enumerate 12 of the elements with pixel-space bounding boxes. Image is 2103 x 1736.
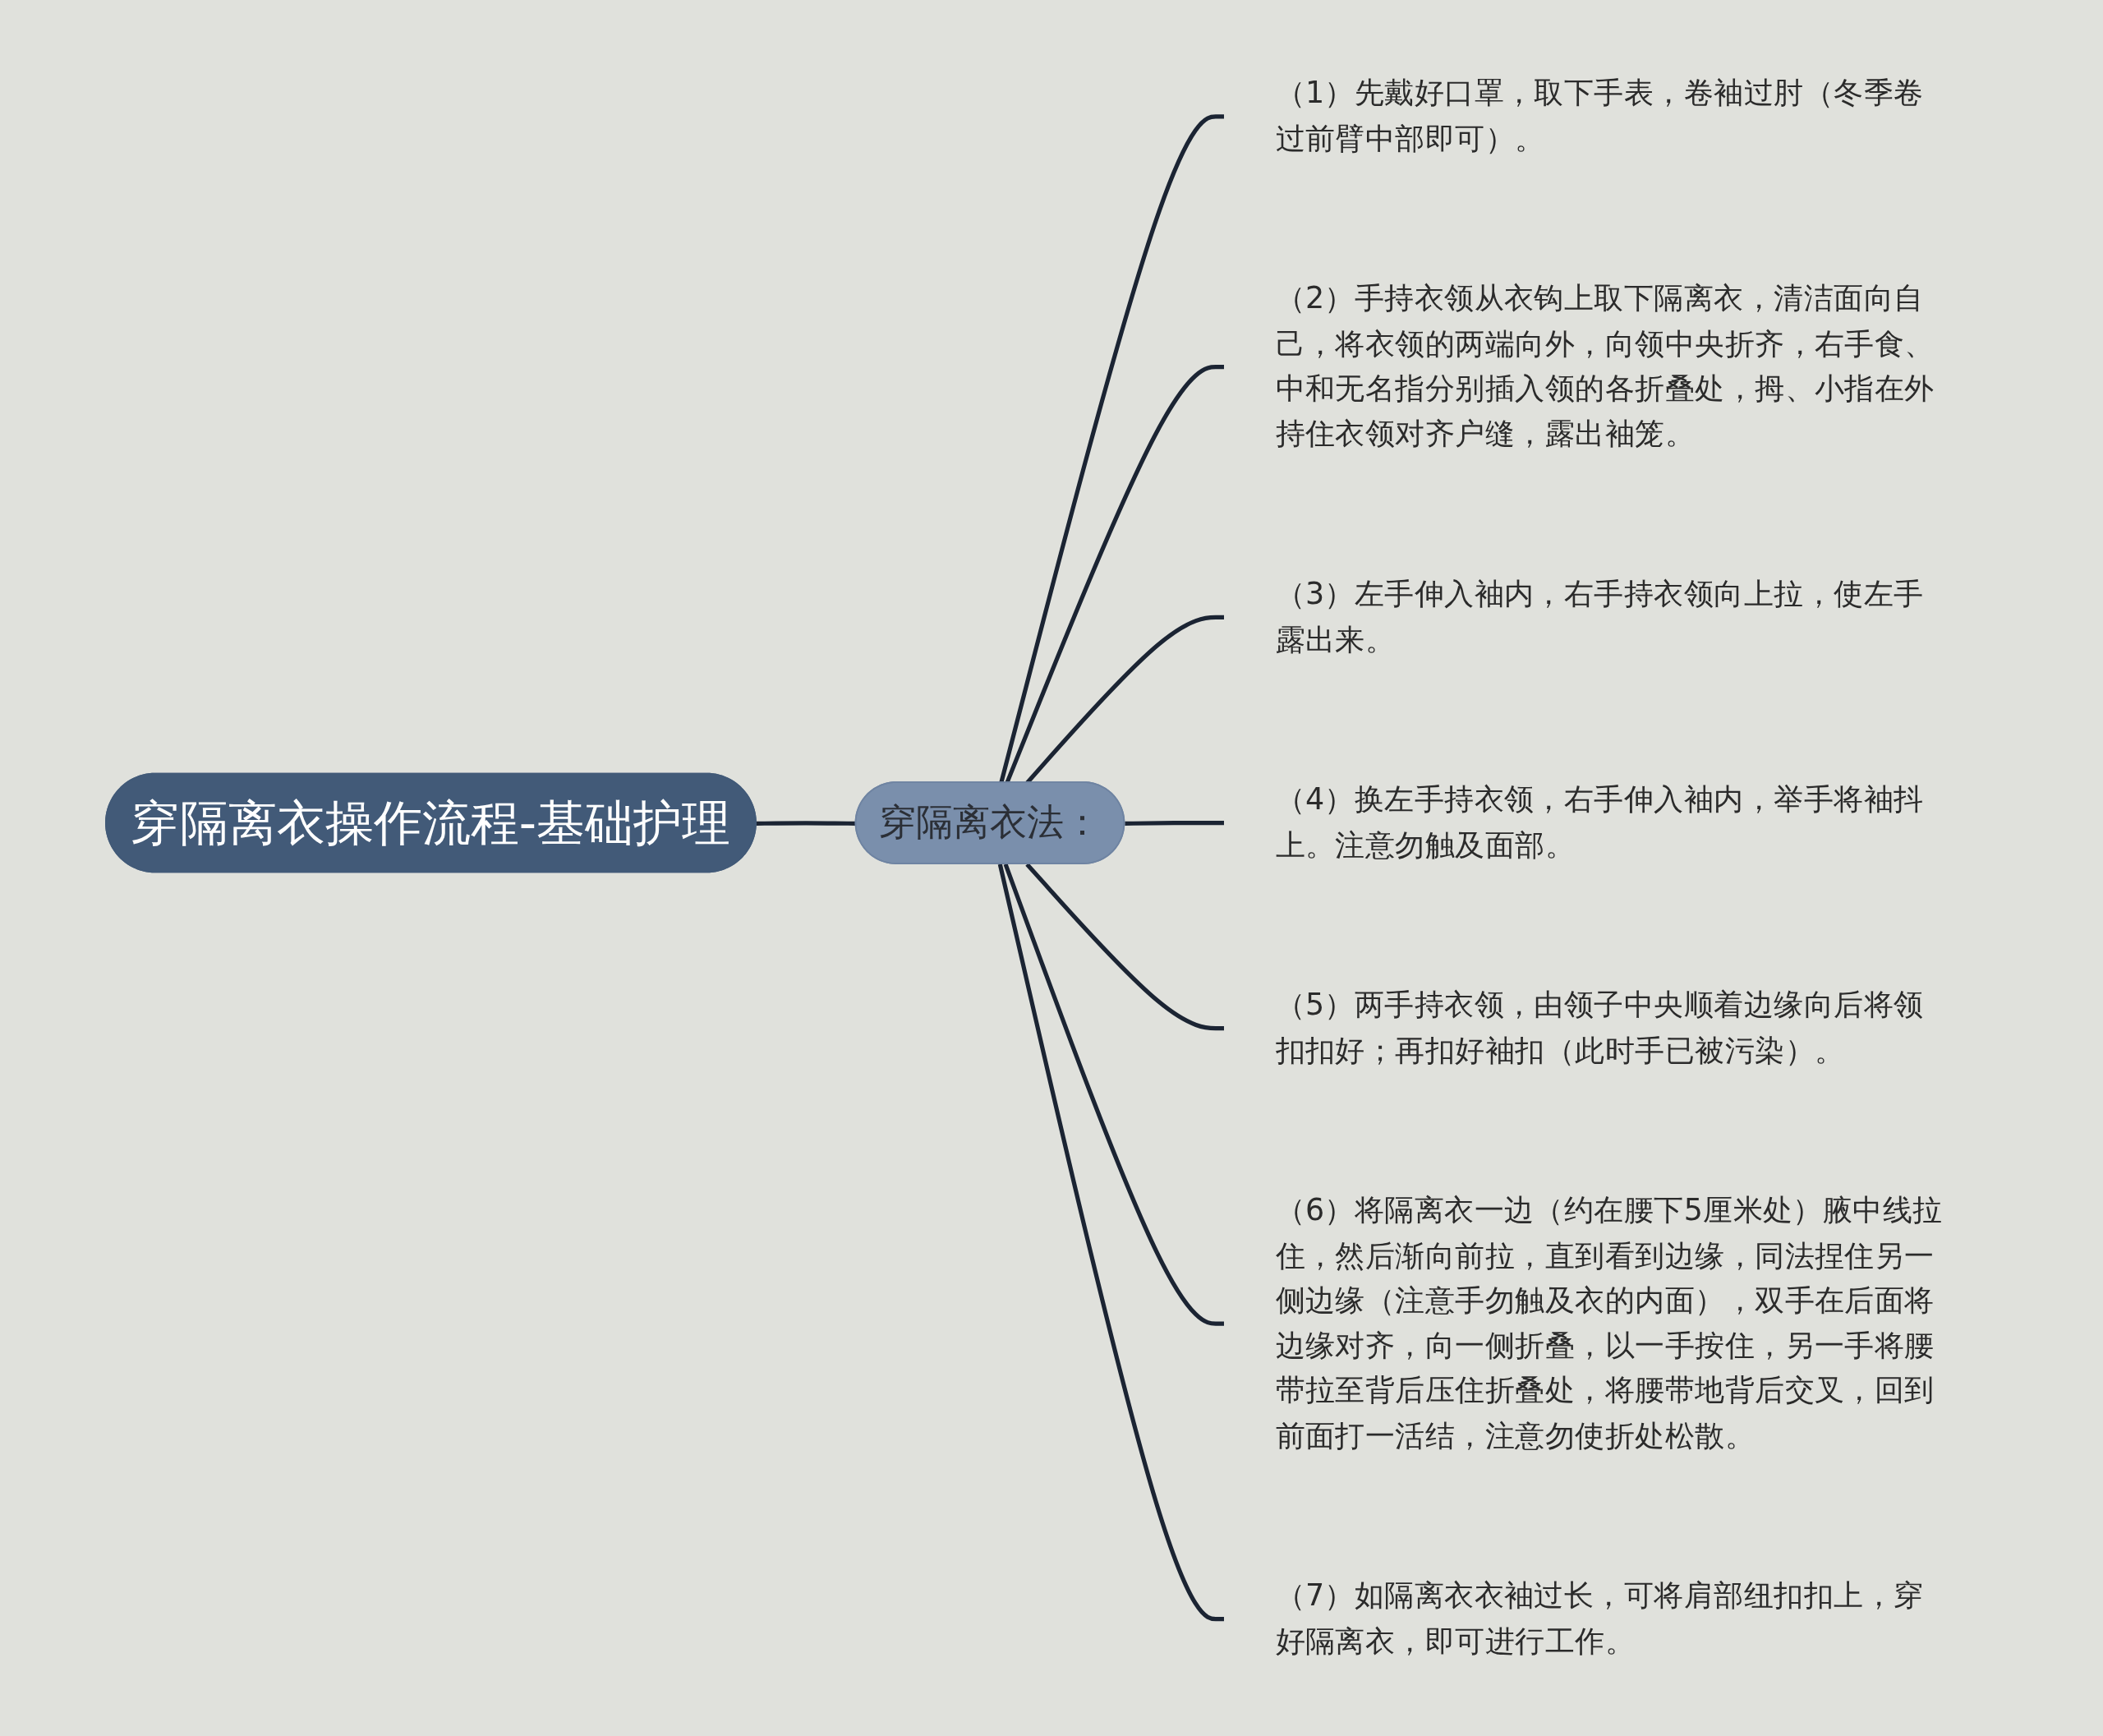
node-text: （1）先戴好口罩，取下手表，卷袖过肘（冬季卷过前臂中部即可）。 (1275, 76, 1924, 156)
connector (1125, 821, 1224, 827)
connector (999, 114, 1224, 784)
node-text: （7）如隔离衣衣袖过长，可将肩部纽扣扣上，穿好隔离衣，即可进行工作。 (1275, 1578, 1924, 1658)
node-text: （5）两手持衣领，由领子中央顺着边缘向后将领扣扣好；再扣好袖扣（此时手已被污染）。 (1275, 988, 1924, 1067)
node-text: （6）将隔离衣一边（约在腰下5厘米处）腋中线拉住，然后渐向前拉，直到看到边缘，同法捏住另一侧边缘（注意手勿触及衣的内面），双手在后面将边缘对齐，向一侧折叠，以一手按住，另一手将腰带拉至背后压住折叠处，将腰带地背后交叉，回到前面打一活结，注意勿使折处松散。 (1275, 1193, 1943, 1453)
node-text: （2）手持衣领从衣钩上取下隔离衣，清洁面向自己，将衣领的两端向外，向领中央折齐，右手食、中和无名指分别插入领的各折叠处，拇、小指在外持住衣领对齐户缝，露出袖笼。 (1275, 281, 1935, 451)
node-text: （3）左手伸入袖内，右手持衣领向上拉，使左手露出来。 (1275, 577, 1924, 656)
node-text: （4）换左手持衣领，右手伸入袖内，举手将袖抖上。注意勿触及面部。 (1275, 782, 1924, 862)
connector (997, 863, 1224, 1622)
connector (1025, 863, 1224, 1031)
connector (1003, 863, 1224, 1326)
